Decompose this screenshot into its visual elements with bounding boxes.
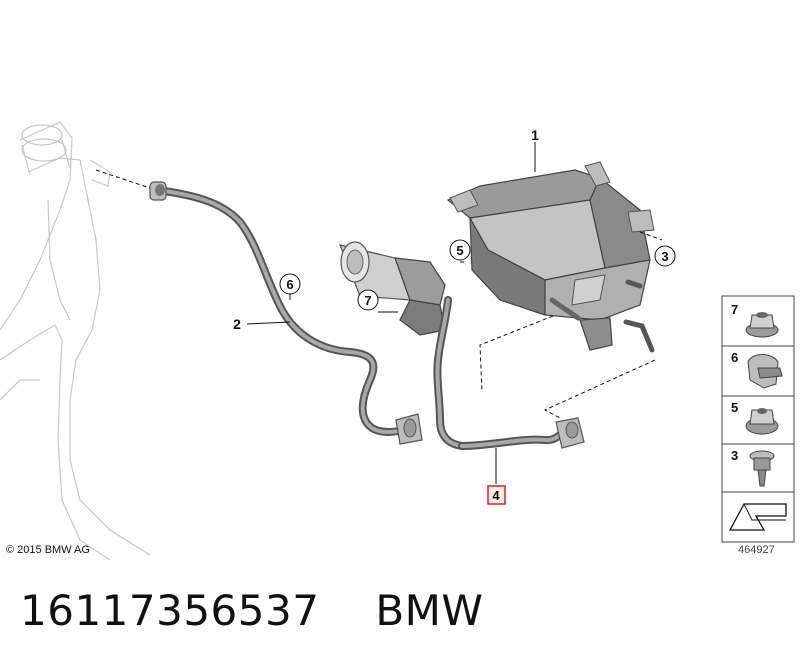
svg-text:5: 5 (456, 243, 463, 258)
svg-text:1: 1 (531, 127, 539, 143)
svg-text:5: 5 (731, 400, 738, 415)
svg-text:7: 7 (731, 302, 738, 317)
callout-5: 5 (449, 239, 471, 261)
leader-lines (246, 142, 536, 484)
connection-lines (479, 231, 663, 419)
filler-neck (0, 121, 151, 561)
svg-text:7: 7 (364, 293, 371, 308)
callout-4: 4 (487, 485, 506, 505)
fastener-6: 6 (731, 350, 783, 389)
callout-3: 3 (654, 245, 676, 267)
vent-hose-4 (458, 417, 585, 450)
fastener-5: 5 (731, 400, 779, 435)
section-arrow-icon (728, 503, 787, 531)
connection-line (95, 169, 151, 189)
svg-text:3: 3 (731, 448, 738, 463)
brand-name: BMW (375, 586, 484, 635)
fastener-panel: 7 6 5 3 (721, 295, 795, 543)
callout-7: 7 (357, 289, 379, 311)
svg-text:4: 4 (492, 488, 500, 503)
document-number: 464927 (738, 544, 775, 556)
copyright-text: © 2015 BMW AG (6, 544, 90, 556)
svg-text:6: 6 (286, 277, 293, 292)
part-number: 16117356537 (20, 586, 320, 635)
fastener-3: 3 (731, 448, 775, 487)
fastener-7: 7 (731, 302, 779, 338)
part-caption: 16117356537 BMW (20, 586, 483, 635)
callout-2: 2 (233, 316, 241, 332)
callout-1: 1 (531, 127, 539, 143)
svg-text:6: 6 (731, 350, 738, 365)
svg-text:3: 3 (661, 249, 668, 264)
svg-text:2: 2 (233, 316, 241, 332)
vent-hose-2 (149, 181, 423, 445)
purge-valve (339, 241, 466, 450)
activated-charcoal-canister (446, 161, 655, 353)
callout-6: 6 (279, 273, 301, 295)
